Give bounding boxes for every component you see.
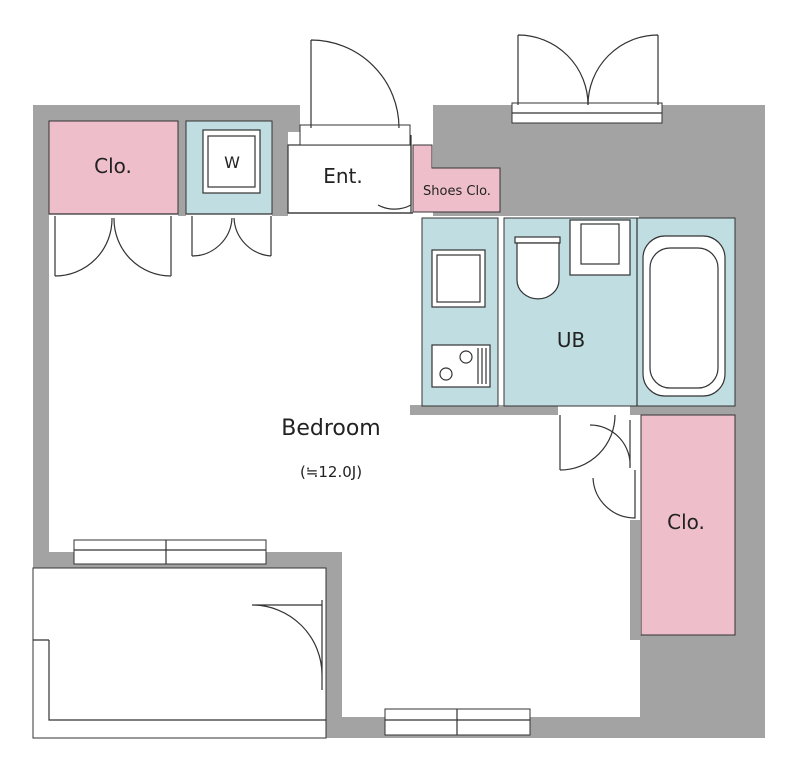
shoes-closet-label: Shoes Clo. <box>423 184 491 199</box>
shoes-closet <box>412 144 501 213</box>
entrance-label: Ent. <box>323 164 363 188</box>
closet-right-label: Clo. <box>667 510 705 534</box>
washer-space <box>185 120 273 257</box>
unit-bath-label: UB <box>557 328 585 352</box>
balcony <box>32 567 327 739</box>
balcony-door-top <box>511 34 663 124</box>
entrance <box>287 39 413 214</box>
closet-top-left-label: Clo. <box>94 154 132 178</box>
bath-doors <box>559 414 636 519</box>
interior-walls <box>178 121 735 640</box>
washer-label: W <box>224 153 240 172</box>
bedroom-label: Bedroom <box>281 416 381 441</box>
bedroom-windows <box>73 539 531 736</box>
bedroom-area-label: (≒12.0J) <box>300 463 362 481</box>
unit-bath <box>503 217 736 407</box>
closet-right <box>640 414 736 636</box>
kitchen <box>421 217 499 407</box>
closet-top-left <box>48 120 179 277</box>
